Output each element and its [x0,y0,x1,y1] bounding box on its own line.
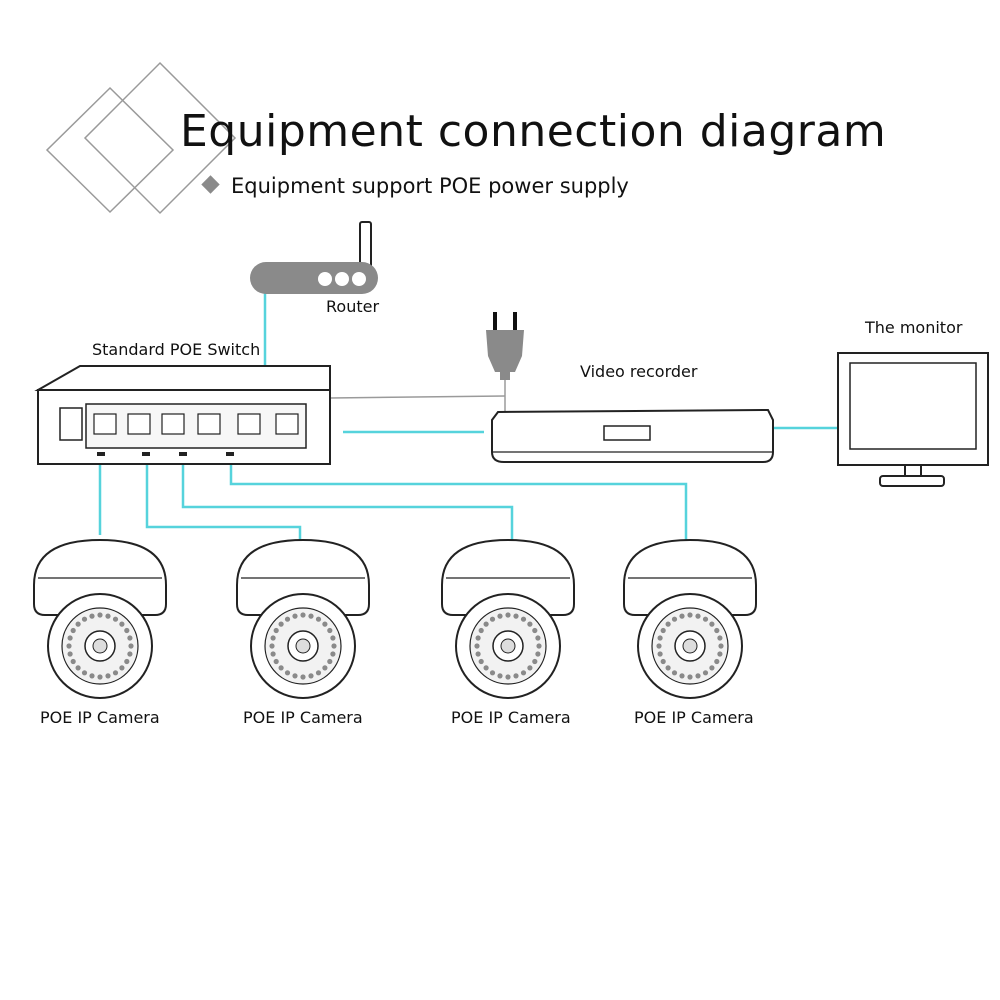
dome-camera-1 [33,538,167,699]
subtitle-text: Equipment support POE power supply [231,174,629,198]
camera-label-3: POE IP Camera [451,708,571,727]
page-subtitle: Equipment support POE power supply [201,174,629,198]
dome-camera-3 [441,538,575,699]
dome-camera-4 [623,538,757,699]
switch-label: Standard POE Switch [92,340,261,359]
cable-camera-2 [145,455,302,545]
diamond-bullet-icon [201,175,220,194]
header-diamond-decoration [45,61,237,215]
cable-camera-3 [181,455,514,540]
monitor-device [837,352,989,487]
camera-label-2: POE IP Camera [243,708,363,727]
power-plug-icon [486,312,524,380]
cable-lines [98,292,838,545]
monitor-label: The monitor [865,318,963,337]
cable-camera-4 [229,455,688,545]
router-label: Router [326,297,380,316]
power-cable [329,378,506,412]
camera-label-4: POE IP Camera [634,708,754,727]
recorder-label: Video recorder [580,362,698,381]
router-device [250,221,378,294]
camera-graphics [33,538,757,699]
page-title: Equipment connection diagram [180,106,887,157]
dome-camera-2 [236,538,370,699]
poe-switch-device [34,365,331,465]
video-recorder-device [491,408,774,463]
camera-label-1: POE IP Camera [40,708,160,727]
